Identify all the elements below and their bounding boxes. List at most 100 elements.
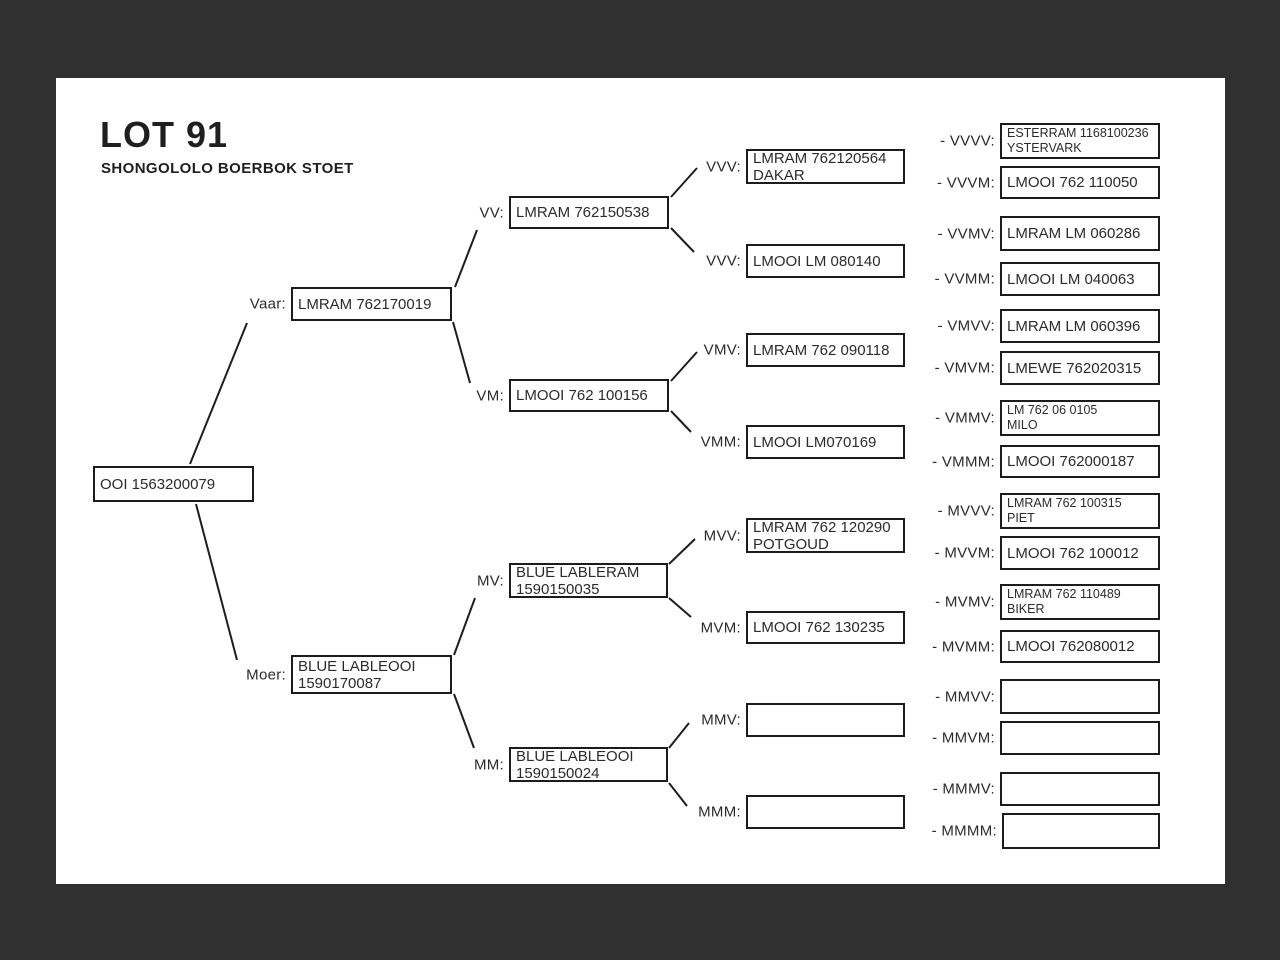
node-box: LM 762 06 0105 MILO: [1000, 400, 1160, 436]
pedigree-node-vmvv: - VMVV: LMRAM LM 060396: [938, 309, 1160, 343]
node-text: LMRAM 762 100315: [1007, 496, 1122, 510]
node-text: LMOOI LM 040063: [1007, 270, 1135, 288]
pedigree-node-vmvm: - VMVM: LMEWE 762020315: [935, 351, 1160, 385]
node-box: [1000, 679, 1160, 714]
node-text: BLUE LABLEOOI: [298, 657, 416, 675]
node-text: ESTERRAM 1168100236: [1007, 126, 1149, 140]
pedigree-node-vmmm: - VMMM: LMOOI 762000187: [932, 445, 1160, 478]
pedigree-page: LOT 91 SHONGOLOLO BOERBOK STOET OOI 1563…: [56, 78, 1225, 884]
node-text: LMRAM LM 060396: [1007, 317, 1141, 335]
pedigree-node-mvvm: - MVVM: LMOOI 762 100012: [935, 536, 1160, 570]
pedigree-node-mmmv: - MMMV:: [933, 772, 1160, 806]
node-label: Moer:: [246, 666, 286, 683]
node-text: LMRAM 762120564: [753, 149, 887, 167]
pedigree-node-mm: MM: BLUE LABLEOOI 1590150024: [474, 747, 668, 782]
node-box: LMOOI 762 110050: [1000, 166, 1160, 199]
node-text: LMOOI 762 110050: [1007, 174, 1138, 191]
pedigree-node-root: OOI 1563200079: [93, 466, 254, 502]
node-text: POTGOUD: [753, 535, 829, 553]
pedigree-node-vvvv: - VVVV: ESTERRAM 1168100236 YSTERVARK: [940, 123, 1160, 159]
pedigree-node-vmm: VMM: LMOOI LM070169: [701, 425, 905, 459]
node-label: MMM:: [698, 803, 741, 821]
node-box: [1000, 721, 1160, 755]
pedigree-node-mmm: MMM:: [698, 795, 905, 829]
node-text: PIET: [1007, 511, 1035, 525]
node-box: LMRAM 762 090118: [746, 333, 905, 367]
pedigree-node-vmmv: - VMMV: LM 762 06 0105 MILO: [935, 400, 1160, 436]
pedigree-node-vaar: Vaar: LMRAM 762170019: [250, 287, 452, 321]
node-box: LMRAM 762170019: [291, 287, 452, 321]
node-text: LMRAM 762170019: [298, 295, 432, 313]
node-label: VM:: [476, 387, 504, 404]
pedigree-node-vvmm: - VVMM: LMOOI LM 040063: [935, 262, 1160, 296]
node-label: - MMVM:: [932, 729, 995, 747]
node-text: LMRAM 762 090118: [753, 341, 890, 359]
pedigree-node-vvmv: - VVMV: LMRAM LM 060286: [938, 216, 1160, 251]
node-label: VMV:: [703, 341, 741, 359]
node-text: 1590150035: [516, 580, 600, 598]
node-label: MVV:: [703, 527, 741, 544]
node-text: LMRAM 762 110489: [1007, 587, 1121, 601]
pedigree-node-mvm: MVM: LMOOI 762 130235: [701, 611, 905, 644]
node-label: MV:: [476, 572, 504, 589]
node-text: LMOOI 762080012: [1007, 638, 1135, 655]
pedigree-node-vvvm: - VVVM: LMOOI 762 110050: [937, 166, 1160, 199]
node-label: - MMMM:: [931, 822, 997, 840]
node-label: - VVMM:: [934, 270, 995, 288]
node-box: LMRAM 762120564 DAKAR: [746, 149, 905, 184]
node-label: - MVMM:: [932, 638, 995, 655]
node-box: LMRAM 762 110489 BIKER: [1000, 584, 1160, 620]
node-label: MM:: [473, 756, 504, 773]
node-label: - VVVM:: [937, 174, 995, 191]
pedigree-node-mvmv: - MVMV: LMRAM 762 110489 BIKER: [935, 584, 1160, 620]
node-label: - MVVV:: [937, 502, 995, 520]
node-label: - VVMV:: [937, 225, 995, 242]
node-label: - VMMM:: [932, 453, 995, 470]
node-text: LMRAM 762150538: [516, 204, 650, 221]
pedigree-node-mvmm: - MVMM: LMOOI 762080012: [932, 630, 1160, 663]
node-label: - MMMV:: [932, 780, 995, 798]
node-text: OOI 1563200079: [100, 475, 216, 493]
node-box: OOI 1563200079: [93, 466, 254, 502]
node-text: LMEWE 762020315: [1007, 359, 1142, 377]
node-box: [1000, 772, 1160, 806]
node-box: LMRAM 762 100315 PIET: [1000, 493, 1160, 529]
pedigree-node-mmvv: - MMVV:: [935, 679, 1160, 714]
node-text: DAKAR: [753, 166, 805, 184]
node-box: LMRAM 762150538: [509, 196, 669, 229]
node-text: LMRAM 762 120290: [753, 518, 891, 536]
node-label: - VMVM:: [934, 359, 995, 377]
node-label: VVV:: [706, 158, 741, 175]
node-label: - VVVV:: [940, 132, 995, 150]
node-label: - VMVV:: [937, 317, 995, 335]
node-box: LMOOI 762 130235: [746, 611, 905, 644]
node-box: LMOOI 762 100012: [1000, 536, 1160, 570]
node-text: LMOOI 762 130235: [753, 619, 885, 636]
pedigree-node-moer: Moer: BLUE LABLEOOI 1590170087: [246, 655, 452, 694]
pedigree-node-vvm: VVV: LMOOI LM 080140: [706, 244, 905, 278]
node-box: [1002, 813, 1160, 849]
pedigree-node-vm: VM: LMOOI 762 100156: [476, 379, 669, 412]
node-text: LMOOI 762000187: [1007, 453, 1135, 470]
pedigree-node-mmmm: - MMMM:: [932, 813, 1160, 849]
pedigree-node-vvv: VVV: LMRAM 762120564 DAKAR: [706, 149, 905, 184]
node-label: - MMVV:: [935, 688, 995, 705]
node-box: LMOOI LM070169: [746, 425, 905, 459]
node-box: LMEWE 762020315: [1000, 351, 1160, 385]
node-label: - MVMV:: [935, 593, 995, 611]
node-label: VVV:: [706, 252, 741, 270]
node-text: BLUE LABLEOOI: [516, 747, 634, 765]
node-box: LMOOI 762000187: [1000, 445, 1160, 478]
pedigree-node-mmvm: - MMVM:: [932, 721, 1160, 755]
node-box: LMOOI LM 040063: [1000, 262, 1160, 296]
node-text: MILO: [1007, 418, 1038, 432]
node-box: LMRAM LM 060396: [1000, 309, 1160, 343]
node-box: [746, 795, 905, 829]
node-box: BLUE LABLERAM 1590150035: [509, 563, 668, 598]
node-text: LMOOI 762 100012: [1007, 544, 1139, 562]
node-text: 1590170087: [298, 674, 382, 692]
pedigree-node-mvvv: - MVVV: LMRAM 762 100315 PIET: [938, 493, 1160, 529]
node-box: BLUE LABLEOOI 1590150024: [509, 747, 668, 782]
node-label: - MVVM:: [934, 544, 995, 562]
node-label: VMM:: [700, 433, 741, 451]
